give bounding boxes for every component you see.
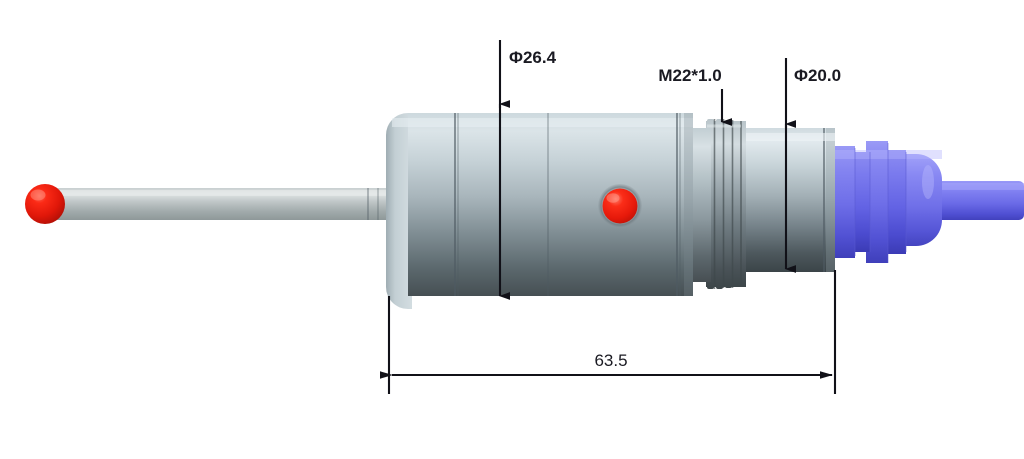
m22-thread-label: M22*1.0 [658, 66, 721, 85]
dimension-phi-20-0: Φ20.0 [784, 58, 841, 273]
phi-26-4-label: Φ26.4 [509, 48, 557, 67]
length-63-5-label: 63.5 [594, 351, 627, 370]
dimension-m22-thread: M22*1.0 [658, 66, 732, 126]
cable-gland [835, 141, 942, 263]
dimension-annotations: Φ26.4 M22*1.0 Φ20.0 63.5 [380, 40, 841, 394]
stylus-shaft [40, 188, 392, 220]
dimension-phi-26-4: Φ26.4 [498, 40, 557, 300]
cable [930, 181, 1024, 220]
stylus-ruby-ball [25, 184, 65, 224]
phi-20-0-label: Φ20.0 [794, 66, 841, 85]
dimension-length-63-5: 63.5 [380, 270, 837, 394]
connector-barrel [743, 128, 835, 272]
step-collar [690, 128, 711, 282]
status-led [598, 184, 642, 228]
probe-assembly-geometry [25, 113, 1024, 309]
probe-main-body [386, 113, 693, 309]
threaded-neck [706, 119, 746, 289]
